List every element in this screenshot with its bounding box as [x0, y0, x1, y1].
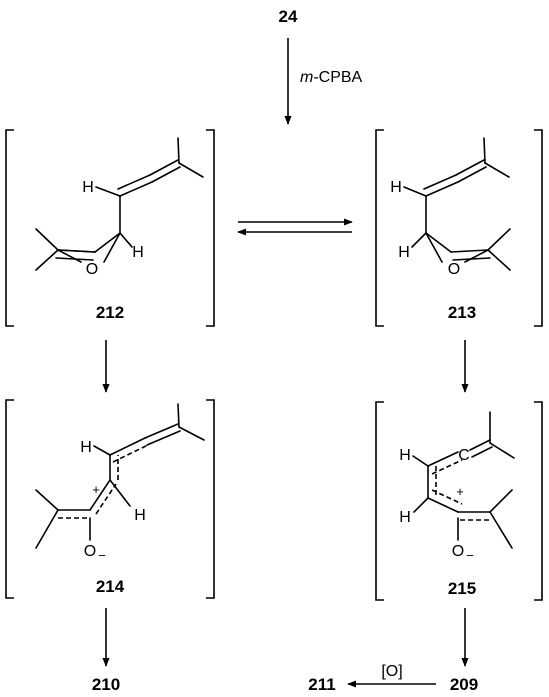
- compound-214-structure: + O − H H 214: [5, 399, 215, 599]
- oxygen-atom: O: [452, 543, 464, 560]
- bracket-right: [206, 399, 215, 599]
- hydrogen-atom: H: [390, 179, 402, 196]
- hydrogen-atom: H: [82, 179, 94, 196]
- hydrogen-atom: H: [399, 509, 411, 526]
- hydrogen-atom: H: [134, 507, 146, 524]
- bracket-right: [534, 129, 543, 327]
- bracket-left: [375, 129, 384, 327]
- oxygen-atom: O: [84, 543, 96, 560]
- compound-210-label: 210: [92, 675, 120, 694]
- compound-215-structure: H C H + O − 215: [375, 401, 543, 601]
- bracket-right: [534, 401, 543, 601]
- compound-212-structure: O H H 212: [5, 129, 215, 327]
- hydrogen-atom: H: [399, 447, 411, 464]
- hydrogen-atom: H: [80, 439, 92, 456]
- compound-212-label: 212: [96, 303, 124, 322]
- reagent-oxidation: [O]: [381, 663, 402, 680]
- compound-215-label: 215: [448, 579, 476, 598]
- reagent-mcpba: m-CPBA: [300, 69, 363, 86]
- bracket-left: [375, 401, 384, 601]
- negative-charge: −: [466, 548, 474, 563]
- positive-charge: +: [92, 482, 100, 497]
- compound-209-label: 209: [450, 675, 478, 694]
- positive-charge: +: [456, 484, 464, 499]
- hydrogen-atom: H: [398, 244, 410, 261]
- compound-213-structure: O H H 213: [375, 129, 543, 327]
- bracket-left: [5, 399, 14, 599]
- hydrogen-atom: H: [132, 244, 144, 261]
- oxygen-atom: O: [86, 261, 98, 278]
- bracket-left: [5, 129, 14, 327]
- compound-213-label: 213: [448, 303, 476, 322]
- compound-211-label: 211: [308, 675, 335, 694]
- oxygen-atom: O: [448, 261, 460, 278]
- bracket-right: [206, 129, 215, 327]
- allene-carbon: C: [458, 447, 470, 464]
- negative-charge: −: [98, 548, 106, 563]
- compound-214-label: 214: [96, 577, 125, 596]
- compound-24-label: 24: [279, 7, 298, 26]
